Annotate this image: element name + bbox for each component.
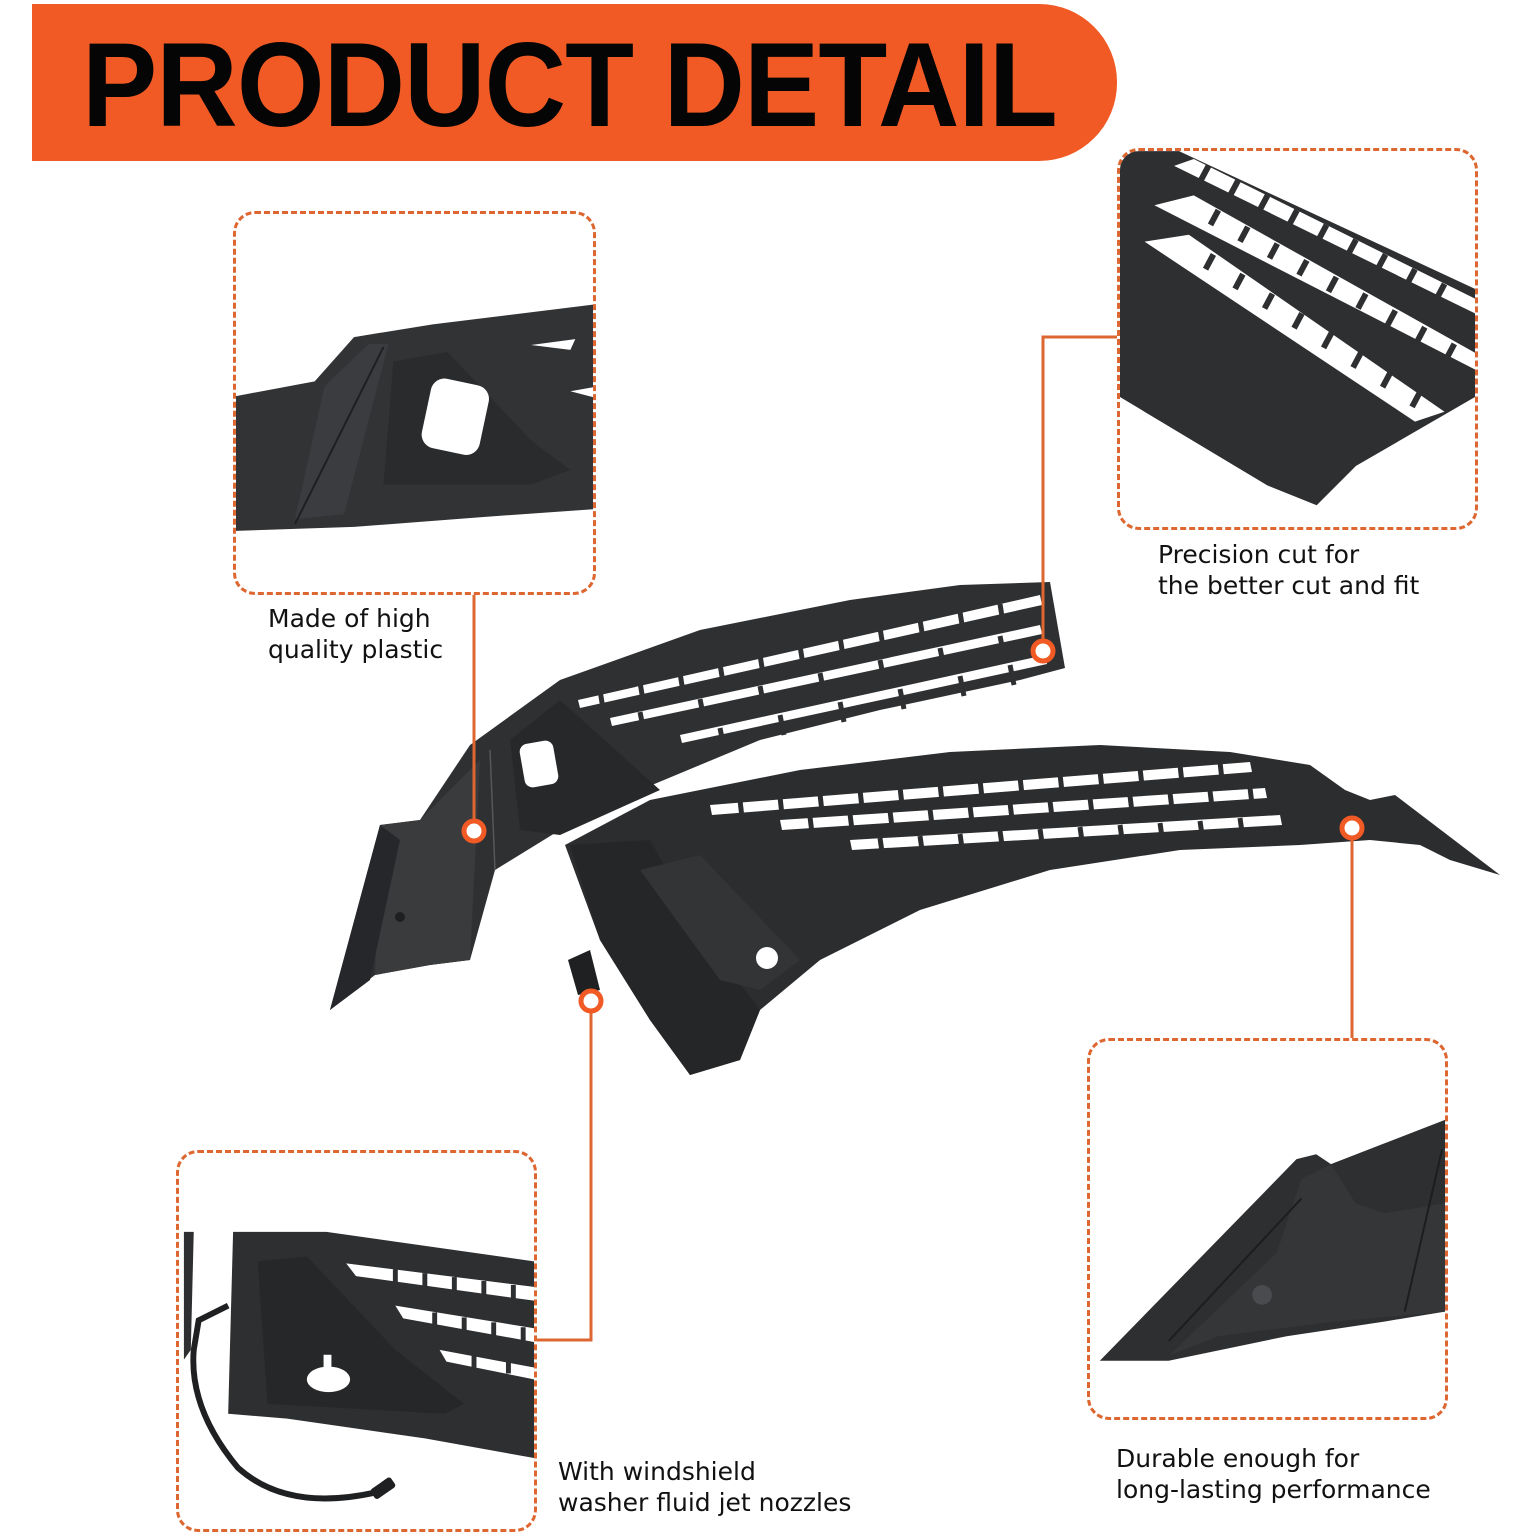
caption-line: Durable enough for bbox=[1116, 1444, 1360, 1473]
caption-line: Precision cut for bbox=[1158, 540, 1360, 569]
washer-nozzle-detail-image bbox=[183, 1231, 534, 1502]
caption-top-left: Made of high quality plastic bbox=[268, 603, 443, 665]
vent-louvers bbox=[578, 595, 1047, 743]
page-title: PRODUCT DETAIL bbox=[82, 18, 1058, 152]
caption-bottom-right: Durable enough for long-lasting performa… bbox=[1116, 1443, 1431, 1505]
caption-bottom-left: With windshield washer fluid jet nozzles bbox=[558, 1456, 851, 1518]
caption-top-right: Precision cut for the better cut and fit bbox=[1158, 539, 1419, 601]
cowl-panel-left bbox=[330, 582, 1065, 1010]
caption-line: Made of high bbox=[268, 604, 431, 633]
caption-line: With windshield bbox=[558, 1457, 756, 1486]
caption-line: the better cut and fit bbox=[1158, 571, 1420, 600]
caption-line: quality plastic bbox=[268, 635, 444, 664]
caption-line: washer fluid jet nozzles bbox=[558, 1488, 852, 1517]
louver-detail-image bbox=[1120, 151, 1475, 506]
detail-inset-bottom-right bbox=[1087, 1038, 1448, 1420]
header-banner: PRODUCT DETAIL bbox=[32, 4, 1117, 161]
end-cap-detail-image bbox=[1099, 1119, 1445, 1361]
caption-line: long-lasting performance bbox=[1116, 1475, 1431, 1504]
detail-inset-bottom-left bbox=[176, 1150, 537, 1532]
detail-inset-top-right bbox=[1117, 148, 1478, 530]
detail-inset-top-left bbox=[233, 211, 596, 595]
cowl-end-detail-image bbox=[236, 304, 593, 531]
cowl-panel-right bbox=[565, 745, 1500, 1075]
